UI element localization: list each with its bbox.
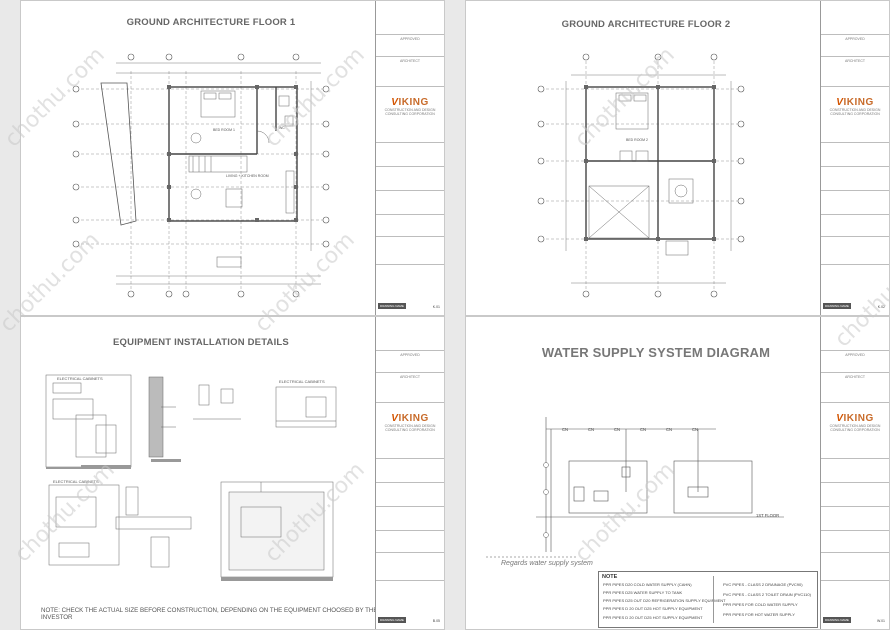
company-logo: VIKING [836, 97, 874, 108]
floor-2-titleblock: APPROVED ARCHITECT VIKING CONSTRUCTION A… [820, 1, 889, 315]
pipe-label-5: CN [666, 427, 672, 432]
equipment-details: ELECTRICAL CABINETS ELECTRICAL CABINETS … [45, 374, 337, 581]
company-logo: VIKING [391, 413, 429, 424]
legend-right-3: PPR PIPES FOR COLD WATER SUPPLY [723, 602, 798, 607]
company-logo: VIKING [391, 97, 429, 108]
equipment-note: NOTE: CHECK THE ACTUAL SIZE BEFORE CONST… [41, 607, 378, 621]
legend-right-2: PVC PIPES - CLASS 2 TOILET DRAIN (PVC110… [723, 592, 811, 597]
drawing-name-label: DRAWING NAME [823, 303, 851, 309]
architect-label: ARCHITECT [399, 59, 421, 63]
pipe-label-4: CN [640, 427, 646, 432]
floor-1-drawing: GROUND ARCHITECTURE FLOOR 1 [21, 1, 378, 315]
sheet-floor-1: GROUND ARCHITECTURE FLOOR 1 [20, 0, 445, 316]
equipment-title: EQUIPMENT INSTALLATION DETAILS [113, 337, 289, 348]
legend-left-4: PPR PIPES D 20 OUT D25 HOT SUPPLY EQUIPM… [603, 606, 703, 611]
equipment-cabinet-label-1: ELECTRICAL CABINETS [57, 376, 103, 381]
equipment-cabinet-label-2: ELECTRICAL CABINETS [279, 379, 325, 384]
water-title: WATER SUPPLY SYSTEM DIAGRAM [541, 345, 771, 360]
equipment-titleblock: APPROVED ARCHITECT VIKING CONSTRUCTION A… [375, 317, 444, 629]
drawing-name-label: DRAWING NAME [378, 617, 406, 623]
company-logo: VIKING [836, 413, 874, 424]
sheet-number: K.01 [432, 305, 440, 309]
approved-label: APPROVED [845, 353, 865, 357]
sheet-water-supply: WATER SUPPLY SYSTEM DIAGRAM CN CN [465, 316, 890, 630]
company-line: CONSTRUCTION AND DESIGN CONSULTING CORPO… [384, 108, 436, 116]
floor-1-wc-label: WC [279, 126, 285, 130]
legend-note-heading: NOTE [602, 574, 618, 580]
floor-1-living-label: LIVING + KITCHEN ROOM [226, 174, 269, 178]
legend-left-3: PPR PIPES D25 OUT D20 REFRIGERATION SUPP… [603, 598, 726, 603]
legend-left-1: PPR PIPES D20 COLD WATER SUPPLY (CAHN) [603, 582, 692, 587]
equipment-cabinet-label-3: ELECTRICAL CABINETS [53, 479, 99, 484]
sheet-number: K.02 [877, 305, 885, 309]
legend-left-5: PPR PIPES D 20 OUT D25 HOT SUPPLY EQUIPM… [603, 615, 703, 620]
company-line: CONSTRUCTION AND DESIGN CONSULTING CORPO… [384, 424, 436, 432]
equipment-drawing: EQUIPMENT INSTALLATION DETAILS [21, 317, 378, 629]
pipe-label-3: CN [614, 427, 620, 432]
water-drawing: WATER SUPPLY SYSTEM DIAGRAM CN CN [466, 317, 823, 629]
drawing-name-label: DRAWING NAME [378, 303, 406, 309]
water-legend: NOTE PPR PIPES D20 COLD WATER SUPPLY (CA… [598, 571, 818, 628]
approved-label: APPROVED [400, 37, 420, 41]
floor-1-title: GROUND ARCHITECTURE FLOOR 1 [126, 17, 296, 28]
floor-2-plan: BED ROOM 2 [537, 53, 745, 298]
approved-label: APPROVED [845, 37, 865, 41]
water-caption: Regards water supply system [501, 560, 593, 567]
floor-1-plan: BED ROOM 1 LIVING + KITCHEN ROOM WC [72, 53, 330, 298]
architect-label: ARCHITECT [844, 59, 866, 63]
sheet-number: B.05 [432, 619, 440, 623]
floor-2-title: GROUND ARCHITECTURE FLOOR 2 [561, 19, 731, 30]
architect-label: ARCHITECT [399, 375, 421, 379]
sheet-number: W.01 [877, 619, 885, 623]
pipe-label-6: CN [692, 427, 698, 432]
floor-label: 1ST FLOOR [756, 513, 779, 518]
company-line: CONSTRUCTION AND DESIGN CONSULTING CORPO… [829, 424, 881, 432]
company-line: CONSTRUCTION AND DESIGN CONSULTING CORPO… [829, 108, 881, 116]
legend-divider [713, 576, 714, 623]
pipe-label-2: CN [588, 427, 594, 432]
water-diagram: CN CN CN CN CN CN 1ST FLOOR Regards wate… [486, 417, 784, 567]
pipe-label-1: CN [562, 427, 568, 432]
approved-label: APPROVED [400, 353, 420, 357]
drawing-name-label: DRAWING NAME [823, 617, 851, 623]
floor-2-drawing: GROUND ARCHITECTURE FLOOR 2 [466, 1, 823, 315]
water-titleblock: APPROVED ARCHITECT VIKING CONSTRUCTION A… [820, 317, 889, 629]
legend-right-4: PPR PIPES FOR HOT WATER SUPPLY [723, 612, 795, 617]
floor-2-bedroom-label: BED ROOM 2 [626, 138, 648, 142]
sheet-equipment: EQUIPMENT INSTALLATION DETAILS [20, 316, 445, 630]
sheet-floor-2: GROUND ARCHITECTURE FLOOR 2 [465, 0, 890, 316]
legend-right-1: PVC PIPES - CLASS 2 DRAINAGE (PVC90) [723, 582, 803, 587]
floor-1-titleblock: APPROVED ARCHITECT VIKING CONSTRUCTION A… [375, 1, 444, 315]
legend-left-2: PPR PIPES D25 WATER SUPPLY TO TANK [603, 590, 683, 595]
architect-label: ARCHITECT [844, 375, 866, 379]
floor-1-bedroom-label: BED ROOM 1 [213, 128, 235, 132]
